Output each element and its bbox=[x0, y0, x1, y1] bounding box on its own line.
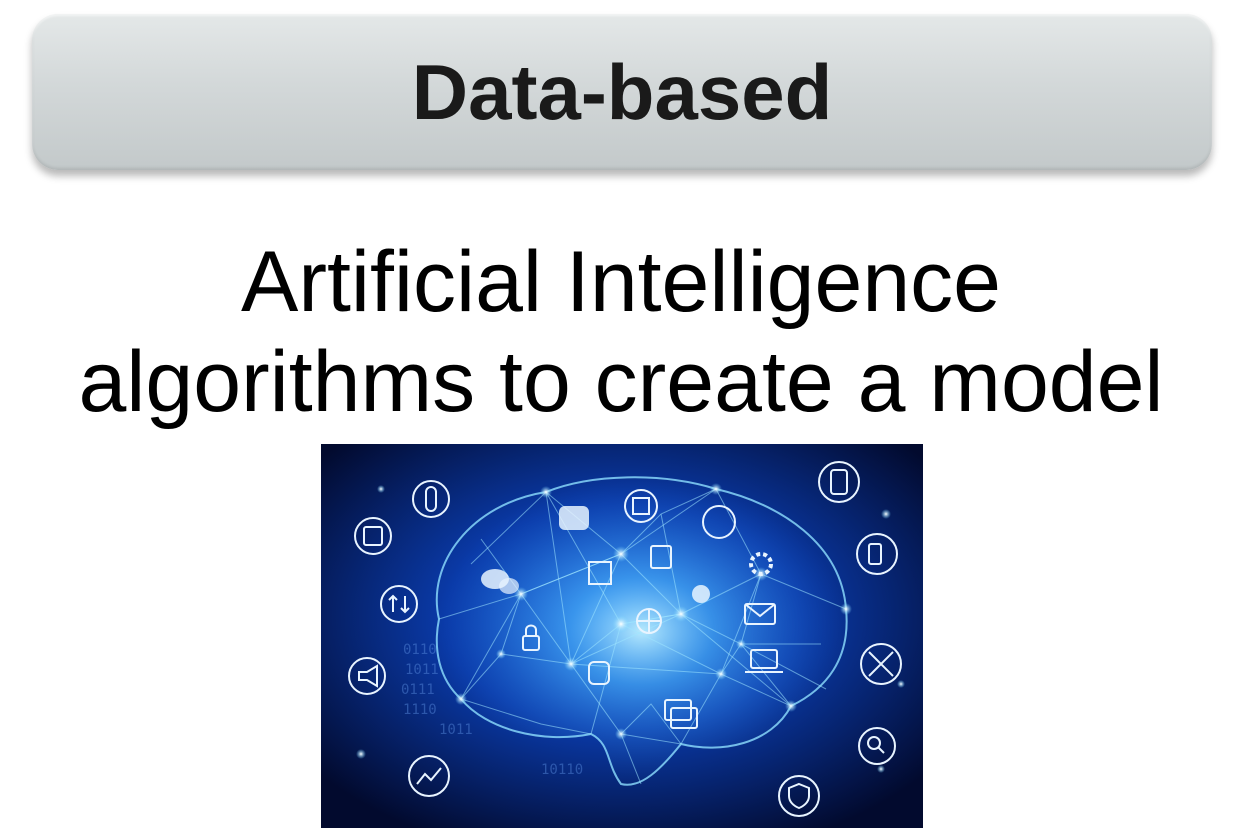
svg-text:0111: 0111 bbox=[401, 682, 435, 698]
lightbulb-icon bbox=[692, 585, 710, 603]
cards-icon bbox=[664, 699, 698, 729]
ai-brain-image: 0110 1011 0111 1110 1011 10110 bbox=[321, 444, 923, 828]
chart-icon bbox=[408, 755, 450, 797]
cpu-icon bbox=[624, 489, 658, 523]
slide-title: Data-based bbox=[411, 47, 833, 136]
gear-icon bbox=[749, 552, 773, 576]
slide-subtitle: Artificial Intelligence algorithms to cr… bbox=[0, 232, 1242, 432]
phone-heart-icon bbox=[818, 461, 860, 503]
network-nodes bbox=[356, 483, 905, 773]
chat-bubbles-icon bbox=[481, 569, 519, 594]
chat-phone-icon bbox=[856, 533, 898, 575]
pill-icon bbox=[412, 480, 450, 518]
subtitle-line-1: Artificial Intelligence bbox=[240, 234, 1002, 330]
subtitle-line-2: algorithms to create a model bbox=[78, 334, 1164, 430]
dollar-chip-icon bbox=[650, 545, 672, 569]
robot-icon bbox=[559, 506, 589, 530]
binary-decoration: 0110 1011 0111 1110 1011 10110 bbox=[401, 642, 583, 778]
lock-icon bbox=[522, 624, 540, 651]
svg-text:0110: 0110 bbox=[403, 642, 437, 658]
brain-head-icon bbox=[702, 505, 736, 539]
arrows-updown-icon bbox=[380, 585, 418, 623]
globe-icon bbox=[636, 608, 662, 634]
svg-text:1110: 1110 bbox=[403, 702, 437, 718]
mail-icon bbox=[744, 603, 776, 625]
shield-icon bbox=[778, 775, 820, 817]
svg-text:10110: 10110 bbox=[541, 762, 583, 778]
watch-icon bbox=[588, 661, 610, 685]
megaphone-icon bbox=[348, 657, 386, 695]
qr-icon bbox=[588, 561, 612, 585]
laptop-icon bbox=[745, 649, 783, 673]
tools-icon bbox=[860, 643, 902, 685]
title-banner: Data-based bbox=[32, 14, 1212, 170]
ai-chip-icon bbox=[354, 517, 392, 555]
svg-text:1011: 1011 bbox=[405, 662, 439, 678]
svg-text:1011: 1011 bbox=[439, 722, 473, 738]
search-icon bbox=[858, 727, 896, 765]
